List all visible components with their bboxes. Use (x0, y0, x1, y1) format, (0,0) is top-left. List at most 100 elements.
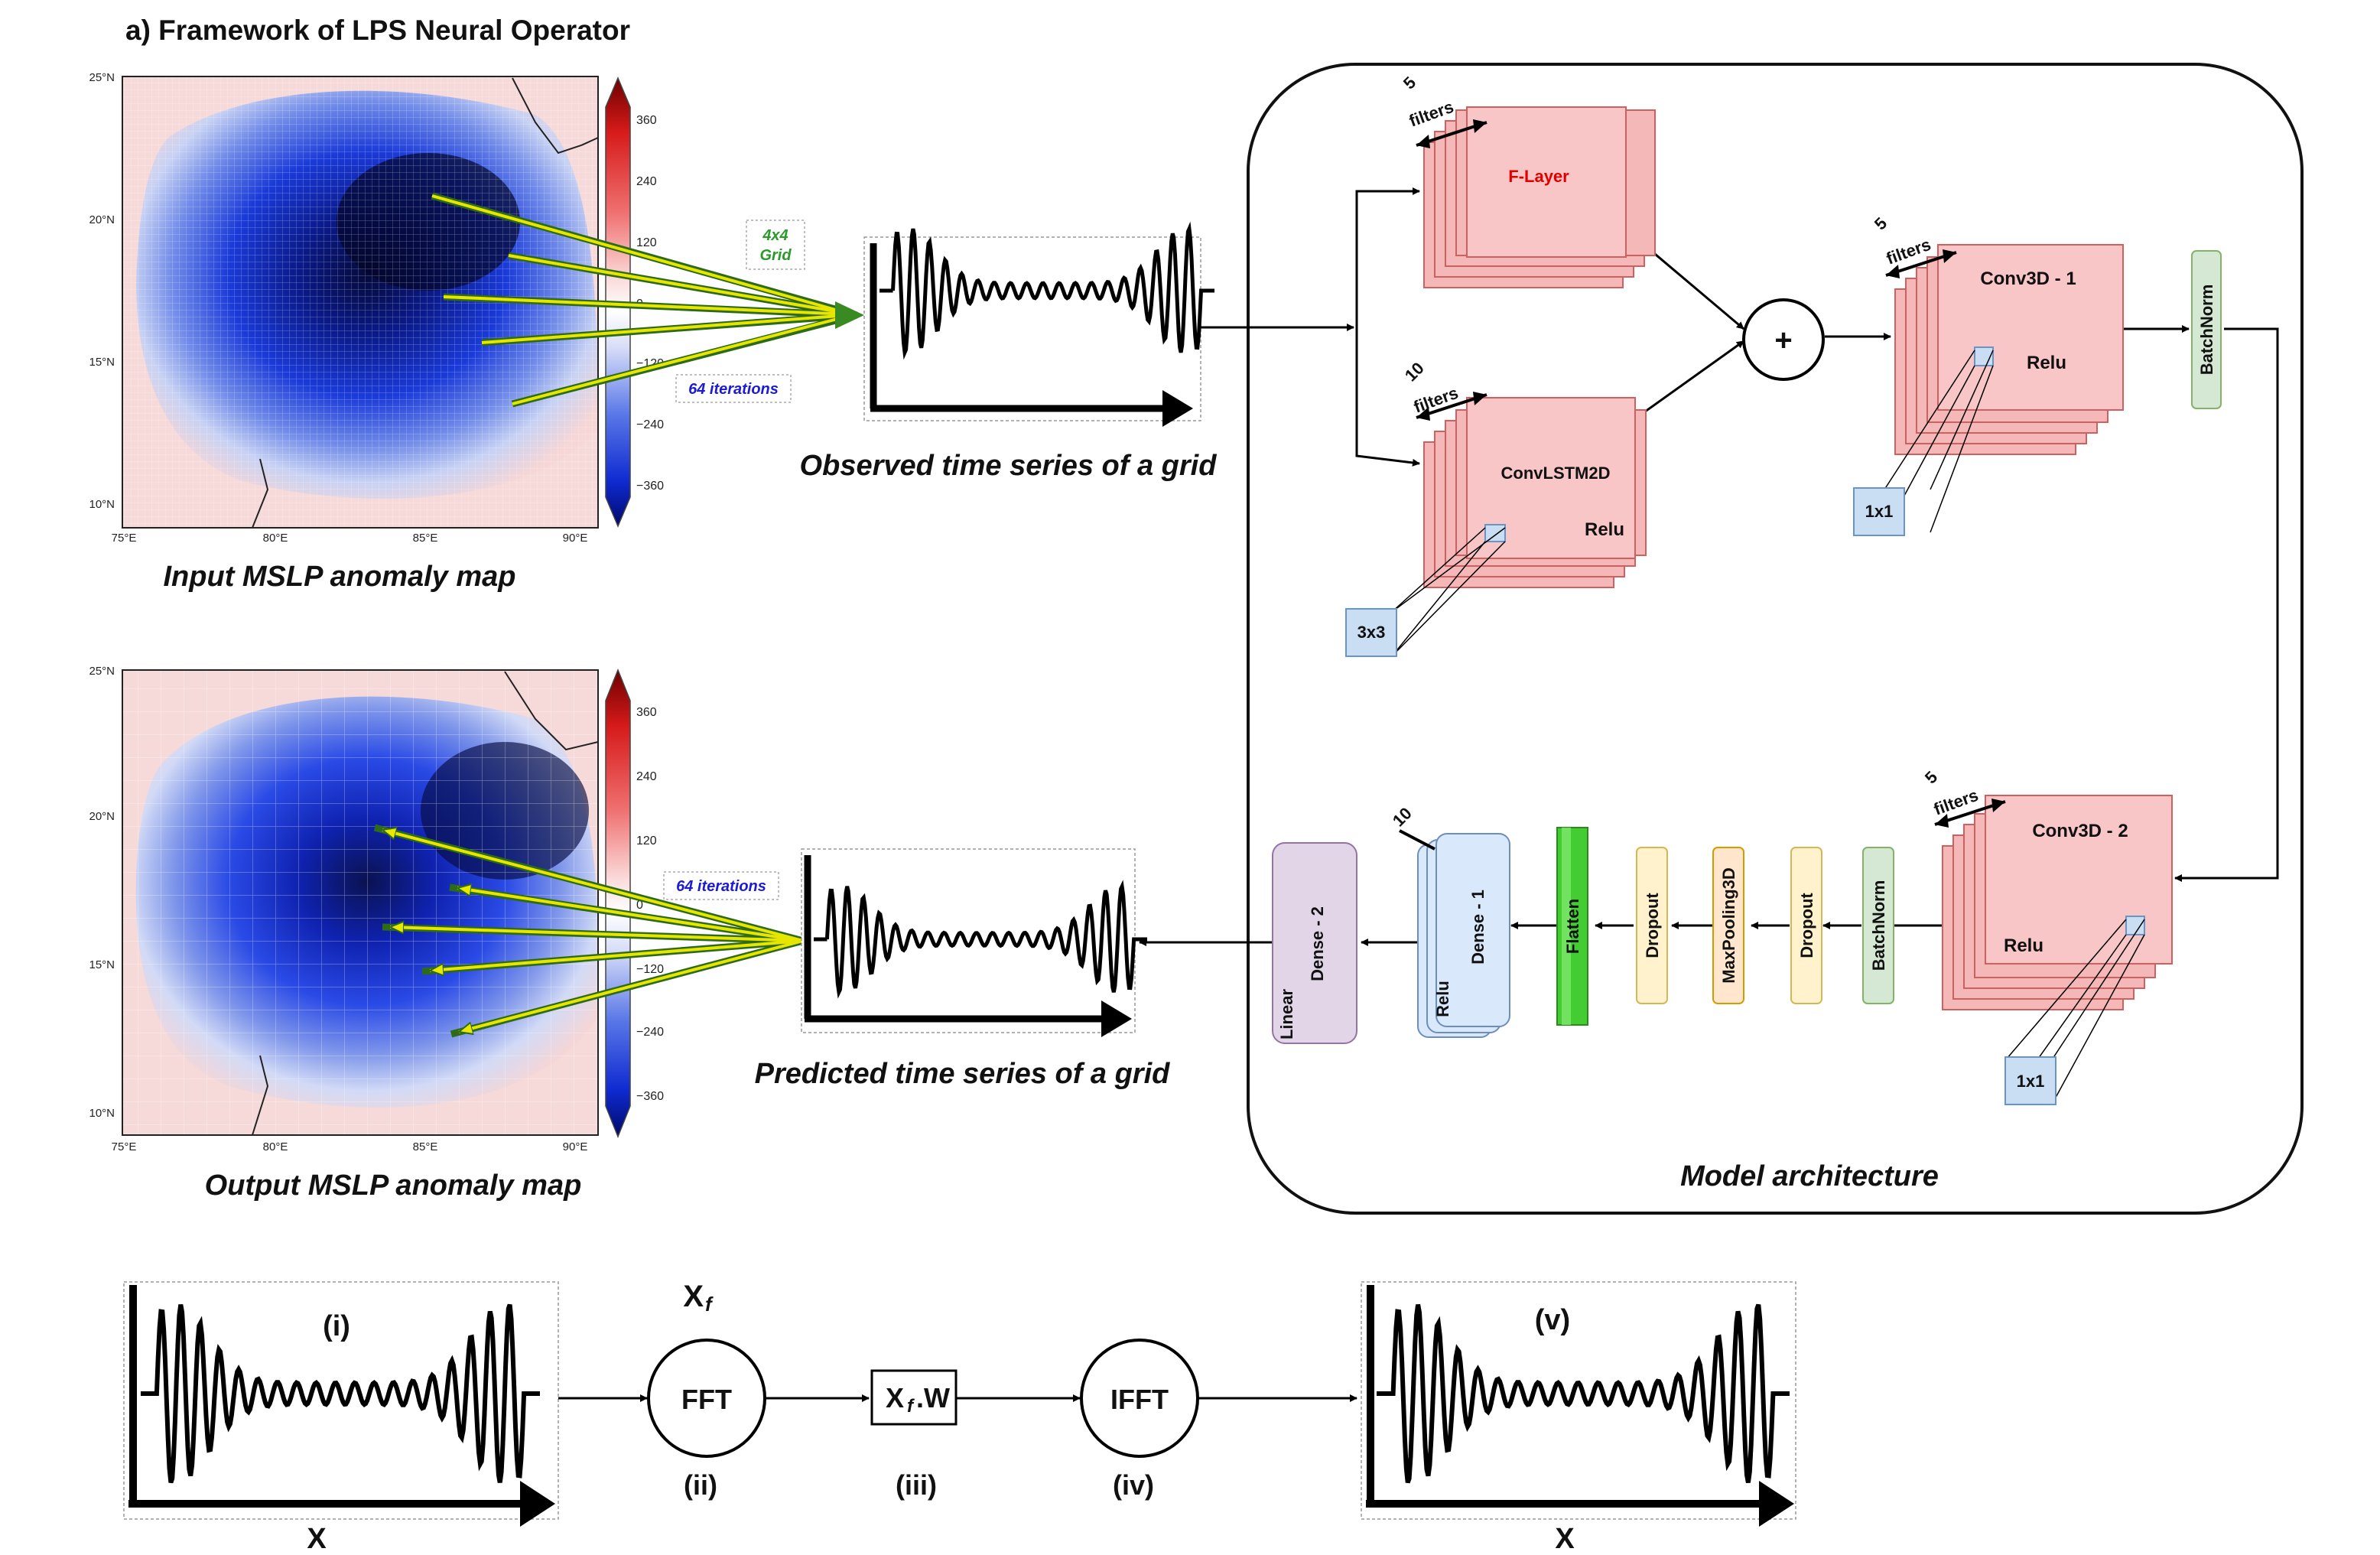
input-iterations-box: 64 iterations (675, 374, 792, 403)
convlstm-block: ConvLSTM2D Relu 10 filters 3x3 (1345, 359, 1647, 657)
output-lon-75: 75°E (112, 1140, 137, 1153)
batchnorm-2-label: BatchNorm (1869, 880, 1888, 971)
output-arrow-1 (382, 830, 804, 942)
conv3d-2-count: 5 (1921, 767, 1941, 787)
output-cbar-minus360: −360 (636, 1090, 664, 1103)
ifft-label: IFFT (1110, 1384, 1169, 1415)
output-arrow-2 (457, 888, 804, 942)
convlstm-kernel-label: 3x3 (1357, 623, 1386, 642)
model-architecture-frame (1247, 63, 2304, 1215)
input-iterations-label: 64 iterations (688, 381, 779, 398)
input-mslp-map: 25°N 20°N 15°N 10°N 75°E 80°E 85°E 90°E … (89, 71, 664, 545)
output-iterations-box: 64 iterations (663, 871, 779, 900)
output-arrows-highlight (382, 830, 804, 1032)
input-cbar-240: 240 (636, 175, 657, 188)
maxpool-block: MaxPooling3D (1712, 847, 1744, 1004)
flatten-label: Flatten (1563, 899, 1582, 954)
output-border-line (252, 1055, 269, 1136)
conv3d-1-kernel-label: 1x1 (1865, 502, 1894, 521)
output-arrow-5 (459, 939, 804, 1032)
convlstm-count: 10 (1401, 359, 1428, 385)
dense-1-activation: Relu (1433, 981, 1452, 1017)
predicted-caption: Predicted time series of a grid (755, 1058, 1171, 1090)
observed-waveform (879, 221, 1214, 360)
output-cbar-240: 240 (636, 770, 657, 783)
output-cbar-360: 360 (636, 706, 657, 719)
grid-label-line1: 4x4 (762, 227, 788, 244)
f-layer-label: F-Layer (1508, 167, 1569, 186)
output-cbar-minus120: −120 (636, 963, 664, 976)
conv3d-2-count-word: filters (1931, 786, 1981, 819)
output-map-grid (122, 670, 598, 1135)
output-iterations-label: 64 iterations (676, 878, 766, 895)
multiply-node (870, 1369, 958, 1426)
flatten-block: Flatten (1556, 827, 1588, 1026)
input-cbar-minus360: −360 (636, 480, 664, 493)
input-lat-10: 10°N (89, 498, 115, 511)
input-arrowhead (835, 301, 864, 329)
dense-2-activation: Linear (1277, 989, 1296, 1039)
multiply-sub: f (907, 1396, 915, 1417)
conv3d-1-activation: Relu (2027, 353, 2066, 373)
arch-connectors (1139, 187, 2279, 946)
fno-output-axis: X (1555, 1523, 1575, 1555)
convlstm-label: ConvLSTM2D (1501, 464, 1611, 483)
multiply-x: X (886, 1382, 904, 1413)
convlstm-activation: Relu (1585, 519, 1624, 540)
input-map-caption: Input MSLP anomaly map (164, 561, 516, 593)
fno-output-series: (v) (1361, 1281, 1796, 1527)
fno-input-label: (i) (323, 1310, 350, 1342)
dense-2-block: Dense - 2 Linear (1272, 842, 1357, 1044)
dense-1-count-arrow (1399, 829, 1435, 851)
dropout-1-block: Dropout (1636, 847, 1668, 1004)
input-lat-20: 20°N (89, 213, 115, 226)
conv3d-2-activation: Relu (2004, 935, 2043, 956)
fno-output-waveform (1377, 1303, 1790, 1484)
input-lon-85: 85°E (413, 532, 438, 545)
conv3d-1-label: Conv3D - 1 (1980, 268, 2076, 289)
xf-subscript: f (705, 1293, 714, 1316)
conv3d-2-block: Conv3D - 2 Relu 5 filters 1x1 (1921, 767, 2173, 1105)
dropout-1-label: Dropout (1643, 893, 1662, 958)
fft-step: (ii) (684, 1469, 717, 1501)
input-lat-15: 15°N (89, 356, 115, 369)
input-arrows-highlight (431, 194, 850, 405)
input-cbar-minus240: −240 (636, 418, 664, 431)
output-lon-80: 80°E (263, 1140, 288, 1153)
output-map-caption: Output MSLP anomaly map (205, 1170, 582, 1202)
observed-time-series (863, 221, 1214, 427)
output-cbar-120: 120 (636, 834, 657, 847)
input-lon-80: 80°E (263, 532, 288, 545)
dropout-2-label: Dropout (1797, 893, 1816, 958)
batchnorm-1-block: BatchNorm (2191, 250, 2222, 409)
output-lon-90: 90°E (563, 1140, 588, 1153)
model-architecture-caption: Model architecture (1680, 1160, 1939, 1192)
grid-label-box: 4x4 Grid (746, 220, 805, 270)
conv3d-2-label: Conv3D - 2 (2032, 821, 2128, 841)
batchnorm-1-label: BatchNorm (2197, 285, 2216, 376)
f-layer-block: F-Layer 5 filters (1400, 73, 1656, 288)
multiply-step: (iii) (896, 1469, 937, 1501)
input-lat-25: 25°N (89, 71, 115, 84)
add-operator (1742, 298, 1825, 381)
xf-label: X (683, 1280, 704, 1313)
f-layer-count: 5 (1400, 73, 1419, 93)
output-colorbar (605, 668, 631, 1139)
output-lat-20: 20°N (89, 810, 115, 823)
conv3d-2-kernel-box (2004, 1056, 2056, 1105)
observed-caption: Observed time series of a grid (800, 450, 1218, 482)
output-coastline (504, 671, 599, 751)
output-mslp-map: 25°N 20°N 15°N 10°N 75°E 80°E 85°E 90°E … (89, 665, 664, 1153)
output-lat-25: 25°N (89, 665, 115, 678)
input-coastline (512, 77, 599, 155)
dropout-2-block: Dropout (1790, 847, 1822, 1004)
input-lon-75: 75°E (112, 532, 137, 545)
input-cbar-120: 120 (636, 236, 657, 249)
maxpool-label: MaxPooling3D (1719, 867, 1738, 984)
output-arrow-4 (430, 939, 804, 971)
predicted-waveform (814, 880, 1147, 999)
output-lon-85: 85°E (413, 1140, 438, 1153)
conv3d-1-kernel-box (1853, 487, 1905, 536)
fno-input-series: (i) (123, 1281, 559, 1527)
